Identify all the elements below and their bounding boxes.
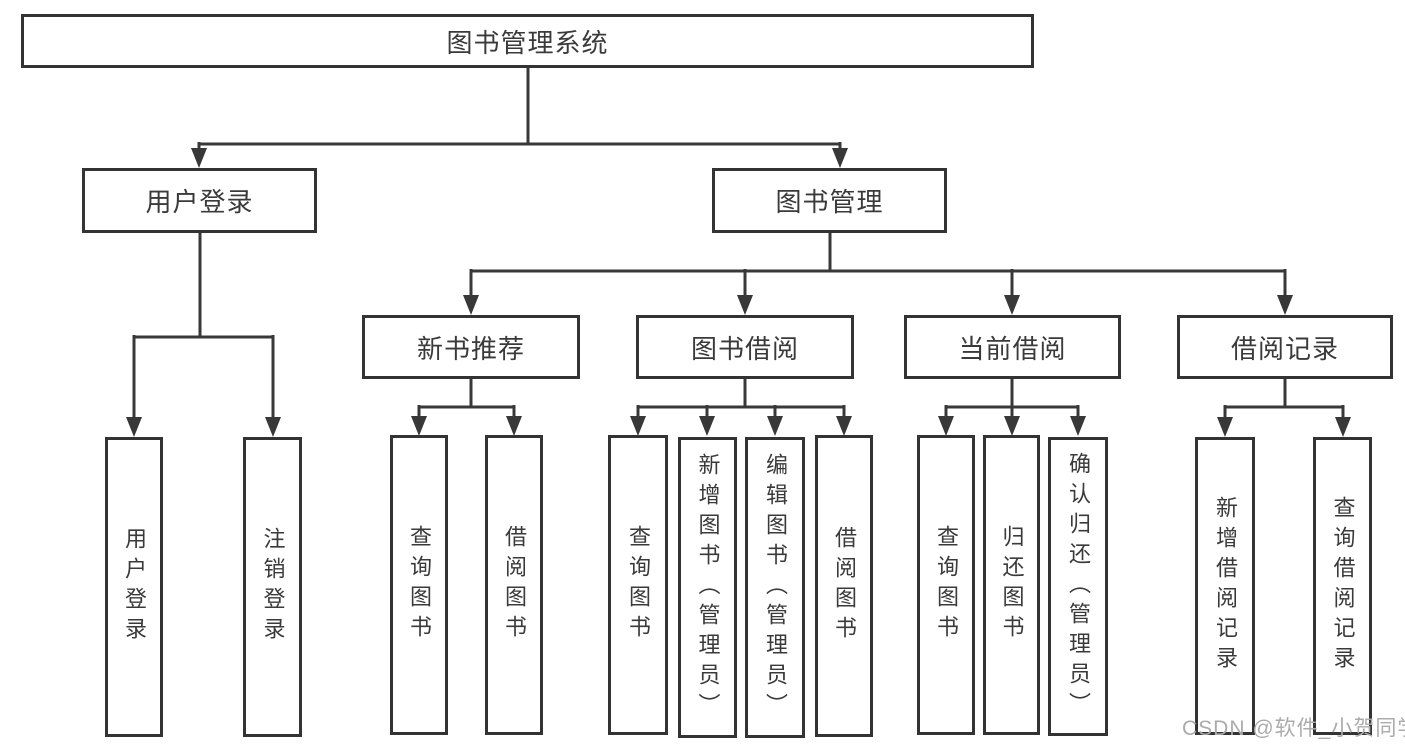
node-root-label: 图书管理系统 (446, 27, 609, 58)
node-new-book-recommend: 新书推荐 (362, 315, 580, 379)
watermark: CSDN @软件_小贺同学 (1182, 717, 1405, 740)
leaf-bb-borrow-books-label: 借阅图书 (832, 526, 857, 646)
leaf-cb-return-books-label: 归还图书 (999, 525, 1025, 645)
leaf-bb-edit-books-admin-label: 编辑图书（管理员） (763, 452, 788, 723)
node-book-management-label: 图书管理 (775, 187, 884, 217)
leaf-cb-confirm-return-admin: 确认归还（管理员） (1048, 437, 1108, 736)
connector-book-borrow-children (630, 379, 852, 436)
node-book-borrow-label: 图书借阅 (690, 333, 799, 364)
connector-borrow-records-children (1217, 379, 1351, 437)
leaf-nb-query-books-label: 查询图书 (407, 525, 432, 645)
leaf-nb-query-books: 查询图书 (390, 435, 448, 735)
leaf-cb-confirm-return-admin-label: 确认归还（管理员） (1066, 451, 1091, 722)
connector-current-borrow-children (938, 379, 1086, 436)
leaf-cb-return-books: 归还图书 (983, 435, 1040, 735)
node-user-login-label: 用户登录 (145, 187, 254, 217)
leaf-br-query-record: 查询借阅记录 (1313, 437, 1372, 735)
leaf-user-login-label: 用户登录 (122, 527, 147, 647)
leaf-nb-borrow-books: 借阅图书 (485, 435, 543, 735)
connector-book-management-children (463, 233, 1293, 315)
leaf-bb-add-books-admin: 新增图书（管理员） (678, 437, 737, 738)
node-new-book-recommend-label: 新书推荐 (416, 333, 525, 364)
leaf-bb-query-books-label: 查询图书 (626, 525, 651, 645)
node-root: 图书管理系统 (21, 14, 1034, 68)
leaf-nb-borrow-books-label: 借阅图书 (502, 525, 527, 645)
leaf-br-query-record-label: 查询借阅记录 (1330, 496, 1356, 676)
node-borrow-records: 借阅记录 (1177, 315, 1393, 379)
leaf-bb-borrow-books: 借阅图书 (815, 435, 873, 737)
node-user-login: 用户登录 (82, 168, 317, 233)
leaf-bb-query-books: 查询图书 (608, 435, 668, 735)
leaf-br-add-record: 新增借阅记录 (1195, 437, 1255, 735)
connector-new-book-recommend-children (411, 379, 522, 436)
node-current-borrow-label: 当前借阅 (958, 333, 1067, 364)
leaf-cb-query-books-label: 查询图书 (934, 525, 959, 645)
leaf-logout-label: 注销登录 (260, 527, 286, 647)
leaf-bb-add-books-admin-label: 新增图书（管理员） (695, 452, 721, 723)
leaf-br-add-record-label: 新增借阅记录 (1213, 496, 1238, 676)
node-current-borrow: 当前借阅 (904, 315, 1121, 379)
connector-root-to-level2 (191, 68, 848, 168)
leaf-cb-query-books: 查询图书 (917, 435, 975, 735)
node-borrow-records-label: 借阅记录 (1230, 333, 1339, 364)
leaf-user-login: 用户登录 (105, 437, 163, 737)
leaf-logout: 注销登录 (243, 437, 302, 737)
connector-user-login-children (126, 233, 281, 437)
leaf-bb-edit-books-admin: 编辑图书（管理员） (745, 437, 805, 738)
node-book-management: 图书管理 (712, 168, 947, 233)
node-book-borrow: 图书借阅 (636, 315, 854, 379)
